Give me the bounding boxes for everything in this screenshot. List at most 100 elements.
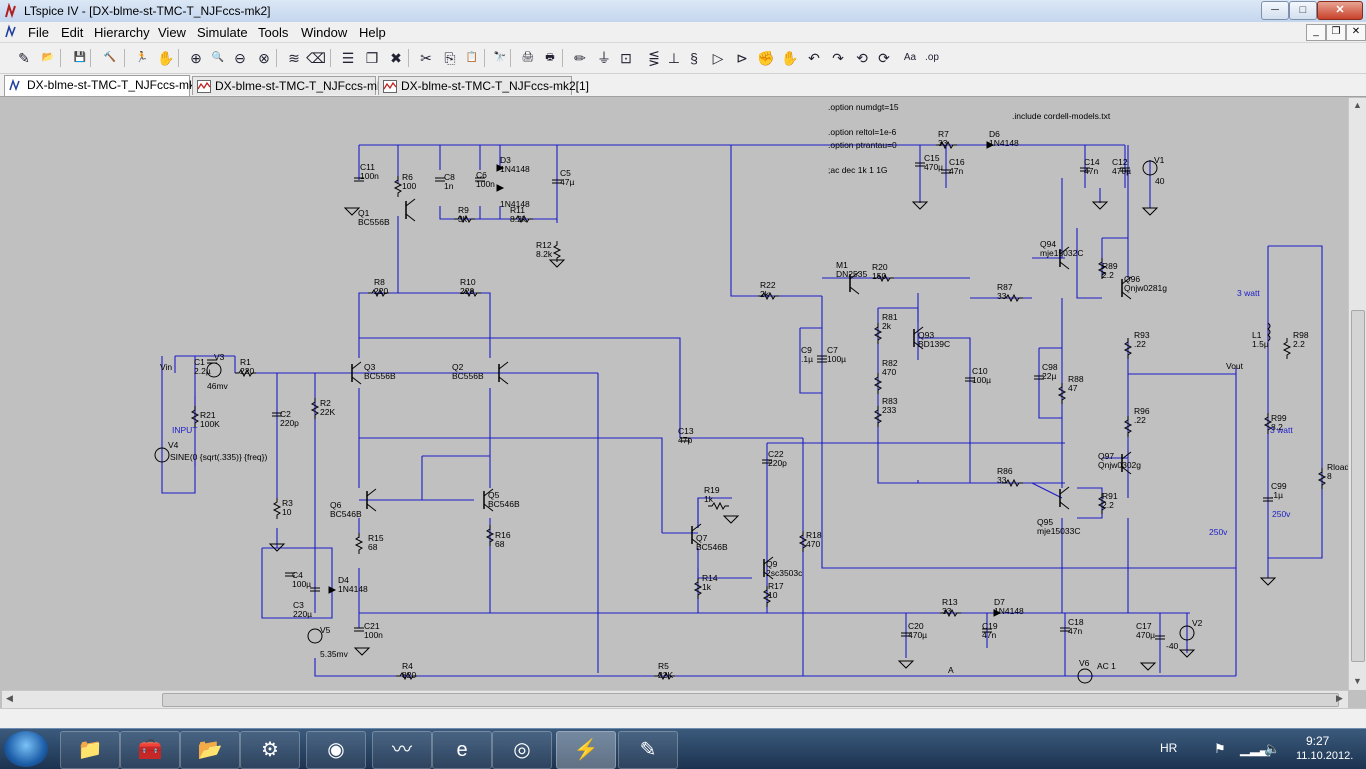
print-icon[interactable]: 🖨 [521,52,535,63]
cascade-icon[interactable]: ❐ [365,50,379,66]
label-r88-value: 47 [1068,383,1078,393]
save-icon[interactable]: 💾 [73,52,87,63]
label-net-icon[interactable]: ⊡ [620,50,632,66]
diode-icon[interactable]: ▷ [712,50,724,66]
new-schematic-icon[interactable]: ✎ [18,50,30,66]
label-d3-value: 1N4148 [500,164,530,174]
rotate-icon[interactable]: ⟲ [856,50,868,66]
zoom-fit-icon[interactable]: ⊗ [258,50,270,66]
ie-icon[interactable]: e [432,731,492,769]
volume-icon[interactable]: 🔈 [1264,741,1281,756]
zoom-in-icon[interactable]: ⊕ [190,50,202,66]
resistor-icon[interactable]: ⋚ [648,50,660,66]
minimize-button[interactable]: ─ [1261,1,1289,20]
close-button[interactable]: ✕ [1317,1,1363,20]
cut-icon[interactable]: ✂ [420,50,432,66]
menu-edit[interactable]: Edit [61,25,84,40]
component-icon[interactable]: ⊳ [736,50,748,66]
paste-icon[interactable]: 📋 [465,52,479,63]
media-icon[interactable]: ◎ [492,731,552,769]
menu-file[interactable]: File [28,25,49,40]
scroll-down-icon[interactable]: ▼ [1353,676,1362,686]
redo-icon[interactable]: ↷ [832,50,844,66]
drag-icon[interactable]: ✋ [781,50,799,66]
explorer-icon[interactable]: 📁 [60,731,120,769]
mdi-restore-button[interactable]: ❐ [1326,24,1346,41]
zoom-area-icon[interactable]: 🔍 [211,52,225,63]
network-icon[interactable]: ▁▂▃ [1240,741,1270,756]
ground-icon[interactable]: ⏚ [597,50,611,66]
label-c98-value: 22µ [1042,371,1056,381]
label-c18-name: C18 [1068,617,1084,627]
menu-hierarchy[interactable]: Hierarchy [94,25,150,40]
move-icon[interactable]: ✊ [757,50,775,66]
label-q9-value: 2sc3503c [766,568,803,578]
start-button[interactable] [4,731,48,767]
document-icon[interactable] [4,24,20,40]
ltspice-icon[interactable]: ⚡ [556,731,616,769]
find-icon[interactable]: 🔭 [493,52,507,63]
action-center-icon[interactable]: ⚑ [1214,741,1226,756]
label-c14-value: 47n [1084,166,1098,176]
folder-icon[interactable]: 📂 [180,731,240,769]
tile-icon[interactable]: ☰ [341,50,355,66]
vertical-scrollbar[interactable]: ▲ ▼ [1348,98,1366,690]
tools-icon[interactable]: 🧰 [120,731,180,769]
text-icon[interactable]: Aa [903,52,917,63]
horizontal-scroll-thumb[interactable] [162,693,1339,707]
undo-icon[interactable]: ↶ [808,50,820,66]
label-d3b-value: 1N4148 [500,199,530,209]
label-r96-name: R96 [1134,406,1150,416]
label-r16-name: R16 [495,530,511,540]
clock-time[interactable]: 9:27 [1306,734,1330,748]
tab-waveform-1[interactable]: DX-blme-st-TMC-T_NJFccs-mk2 [192,76,390,95]
label-c10-name: C10 [972,366,988,376]
menu-view[interactable]: View [158,25,186,40]
tab-schematic[interactable]: DX-blme-st-TMC-T_NJFccs-mk2 [4,75,202,96]
menu-simulate[interactable]: Simulate [197,25,248,40]
control-panel-icon[interactable]: 🔨 [103,52,117,63]
label-r20-value: 150 [872,271,886,281]
inductor-icon[interactable]: § [690,50,698,66]
label-m1-name: M1 [836,260,848,270]
run-icon[interactable]: 🏃 [135,52,149,63]
autorange-icon[interactable]: ≋ [288,50,300,66]
copy-icon[interactable]: ⎘ [444,50,456,66]
menu-help[interactable]: Help [359,25,386,40]
halt-icon[interactable]: ✋ [157,50,175,66]
mirror-icon[interactable]: ⟳ [878,50,890,66]
capacitor-icon[interactable]: ⊥ [667,50,681,66]
scroll-up-icon[interactable]: ▲ [1353,100,1362,110]
close-window-icon[interactable]: ✖ [390,50,402,66]
label-v5-name: V5 [320,625,331,635]
tab-waveform-2[interactable]: DX-blme-st-TMC-T_NJFccs-mk2[1] [378,76,589,95]
label-r10-value: 220 [460,286,474,296]
menu-window[interactable]: Window [301,25,348,40]
scope-icon[interactable]: 〰 [372,731,432,769]
clock-date[interactable]: 11.10.2012. [1296,750,1354,762]
scroll-left-icon[interactable]: ◀ [6,693,13,703]
title-bar: LTspice IV - [DX-blme-st-TMC-T_NJFccs-mk… [0,0,1366,23]
label-c15-value: 470µ [924,162,943,172]
vertical-scroll-thumb[interactable] [1351,310,1365,662]
open-folder-icon[interactable]: 📂 [41,52,55,63]
mdi-minimize-button[interactable]: _ [1306,24,1326,41]
print-setup-icon[interactable]: 🖶 [545,52,555,63]
mdi-close-button[interactable]: ✕ [1346,24,1366,41]
label-c7-value: 100µ [827,354,846,364]
menu-tools[interactable]: Tools [258,25,289,40]
draw-wire-icon[interactable]: ✏ [574,50,586,66]
horizontal-scrollbar[interactable]: ◀ ▶ [2,690,1348,708]
utility-icon[interactable]: ⚙ [240,731,300,769]
language-indicator[interactable]: HR [1160,741,1178,755]
maximize-button[interactable]: □ [1289,1,1317,20]
clear-plot-icon[interactable]: ⌫ [306,50,326,66]
label-q5-name: Q5 [488,490,500,500]
zoom-out-icon[interactable]: ⊖ [234,50,246,66]
antivirus-icon[interactable]: ◉ [306,731,366,769]
spice-directive-icon[interactable]: .op [925,52,939,63]
scroll-right-icon[interactable]: ▶ [1336,693,1343,703]
notepad-icon[interactable]: ✎ [618,731,678,769]
